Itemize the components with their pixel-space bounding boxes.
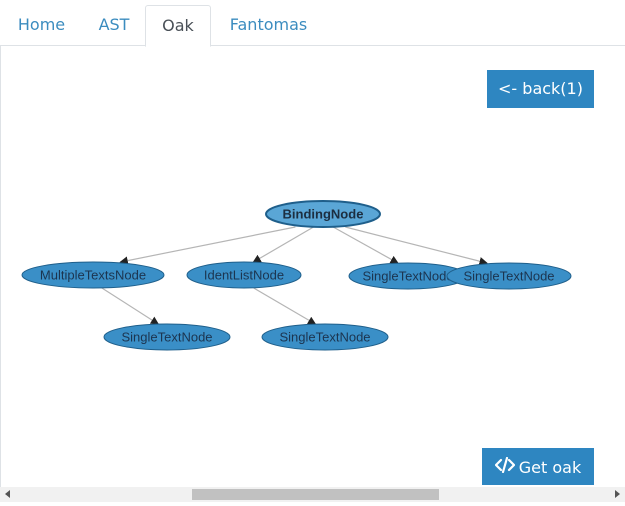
graph-node[interactable]: SingleTextNode [446, 262, 572, 290]
graph-edge-root-n1 [119, 226, 296, 265]
graph-node-label: SingleTextNode [463, 269, 554, 284]
graph-node[interactable]: SingleTextNode [103, 323, 231, 351]
scroll-left-icon[interactable] [5, 490, 10, 498]
graph-edge-root-n2 [252, 226, 314, 263]
graph-edge-n2-n6 [253, 287, 317, 325]
graph-node-label: IdentListNode [204, 268, 284, 283]
tab-oak[interactable]: Oak [145, 5, 211, 47]
graph-node[interactable]: IdentListNode [186, 261, 302, 289]
graph-node[interactable]: MultipleTextsNode [21, 261, 165, 289]
tab-home[interactable]: Home [17, 15, 66, 34]
tab-bar: Home AST Oak Fantomas [0, 5, 625, 47]
graph-node[interactable]: SingleTextNode [348, 262, 468, 290]
scroll-thumb[interactable] [192, 489, 439, 500]
graph-node-shape [261, 323, 389, 351]
graph-node-shape [21, 261, 165, 289]
graph-node-shape [265, 200, 381, 228]
scroll-right-icon[interactable] [615, 490, 620, 498]
tab-ast[interactable]: AST [98, 15, 130, 34]
graph-node-label: MultipleTextsNode [40, 268, 146, 283]
graph-node-root[interactable]: BindingNode [265, 200, 381, 228]
code-icon [494, 449, 515, 486]
graph-node-label: BindingNode [283, 207, 364, 222]
graph-node-label: SingleTextNode [279, 330, 370, 345]
graph-node-shape [103, 323, 231, 351]
graph-node-label: SingleTextNode [121, 330, 212, 345]
graph-edge-n1-n5 [101, 287, 160, 325]
get-oak-label: Get oak [518, 458, 582, 477]
graph-node[interactable]: SingleTextNode [261, 323, 389, 351]
graph-node-shape [446, 262, 572, 290]
graph-node-shape [186, 261, 302, 289]
graph-edge-root-n4 [345, 226, 488, 266]
graph-node-label: SingleTextNode [362, 269, 453, 284]
tab-fantomas[interactable]: Fantomas [229, 15, 308, 34]
horizontal-scrollbar[interactable] [0, 487, 625, 502]
graph-edge-root-n3 [332, 226, 399, 264]
back-button[interactable]: <- back(1) [487, 70, 594, 108]
get-oak-button[interactable]: Get oak [482, 448, 594, 485]
